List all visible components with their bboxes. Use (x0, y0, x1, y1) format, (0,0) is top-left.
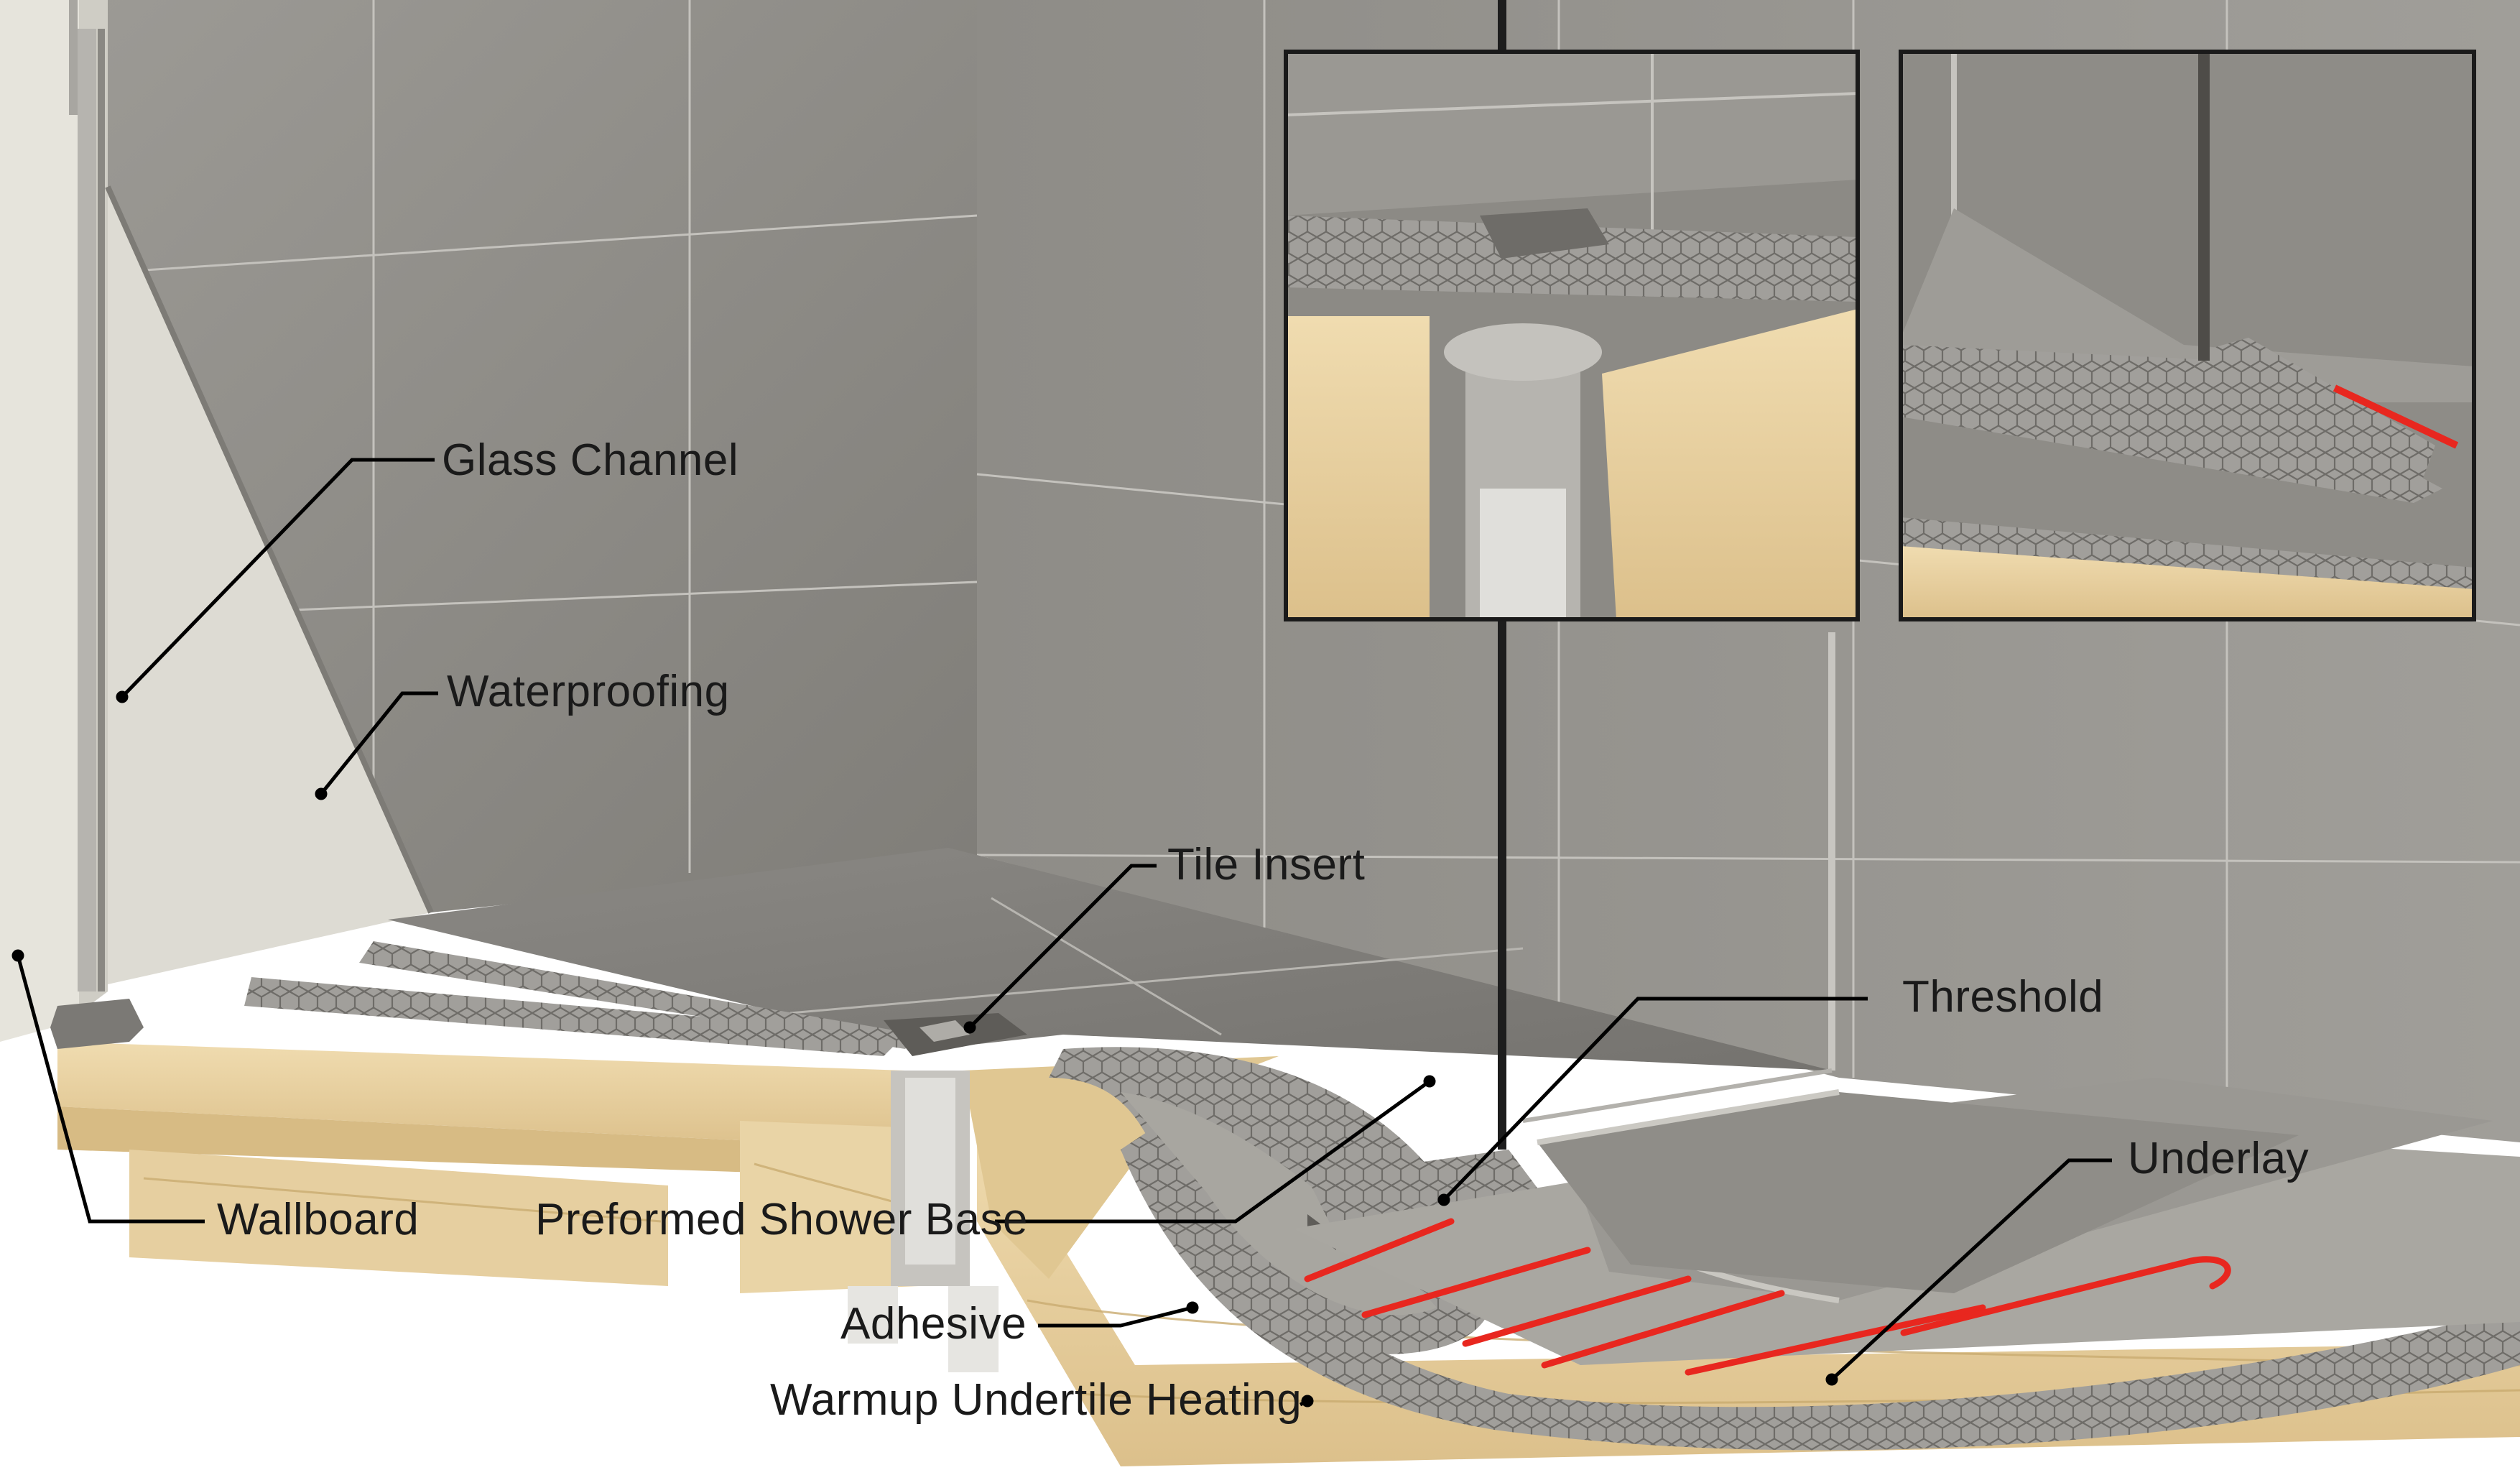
drain-detail-inset (1284, 50, 1860, 621)
label-waterproofing: Waterproofing (447, 667, 730, 716)
heating-cables (1304, 1218, 2231, 1376)
label-threshold: Threshold (1902, 972, 2104, 1022)
label-glass-channel: Glass Channel (442, 435, 739, 485)
shower-floor-tiles (388, 848, 1832, 1071)
threshold-detail-inset (1899, 50, 2476, 621)
label-preformed-shower-base: Preformed Shower Base (535, 1195, 1028, 1244)
label-warmup-undertile-heating: Warmup Undertile Heating (770, 1375, 1302, 1425)
leader-lines (11, 458, 2112, 1407)
glass-channel (69, 0, 105, 991)
label-underlay: Underlay (2128, 1134, 2310, 1183)
label-tile-insert: Tile Insert (1167, 840, 1366, 889)
label-wallboard: Wallboard (217, 1195, 420, 1244)
wallboard-cap (50, 999, 144, 1049)
preformed-shower-base (244, 941, 2520, 1451)
drain (848, 1013, 1027, 1372)
threshold-shelf (1537, 1089, 2299, 1293)
label-adhesive: Adhesive (840, 1299, 1027, 1349)
